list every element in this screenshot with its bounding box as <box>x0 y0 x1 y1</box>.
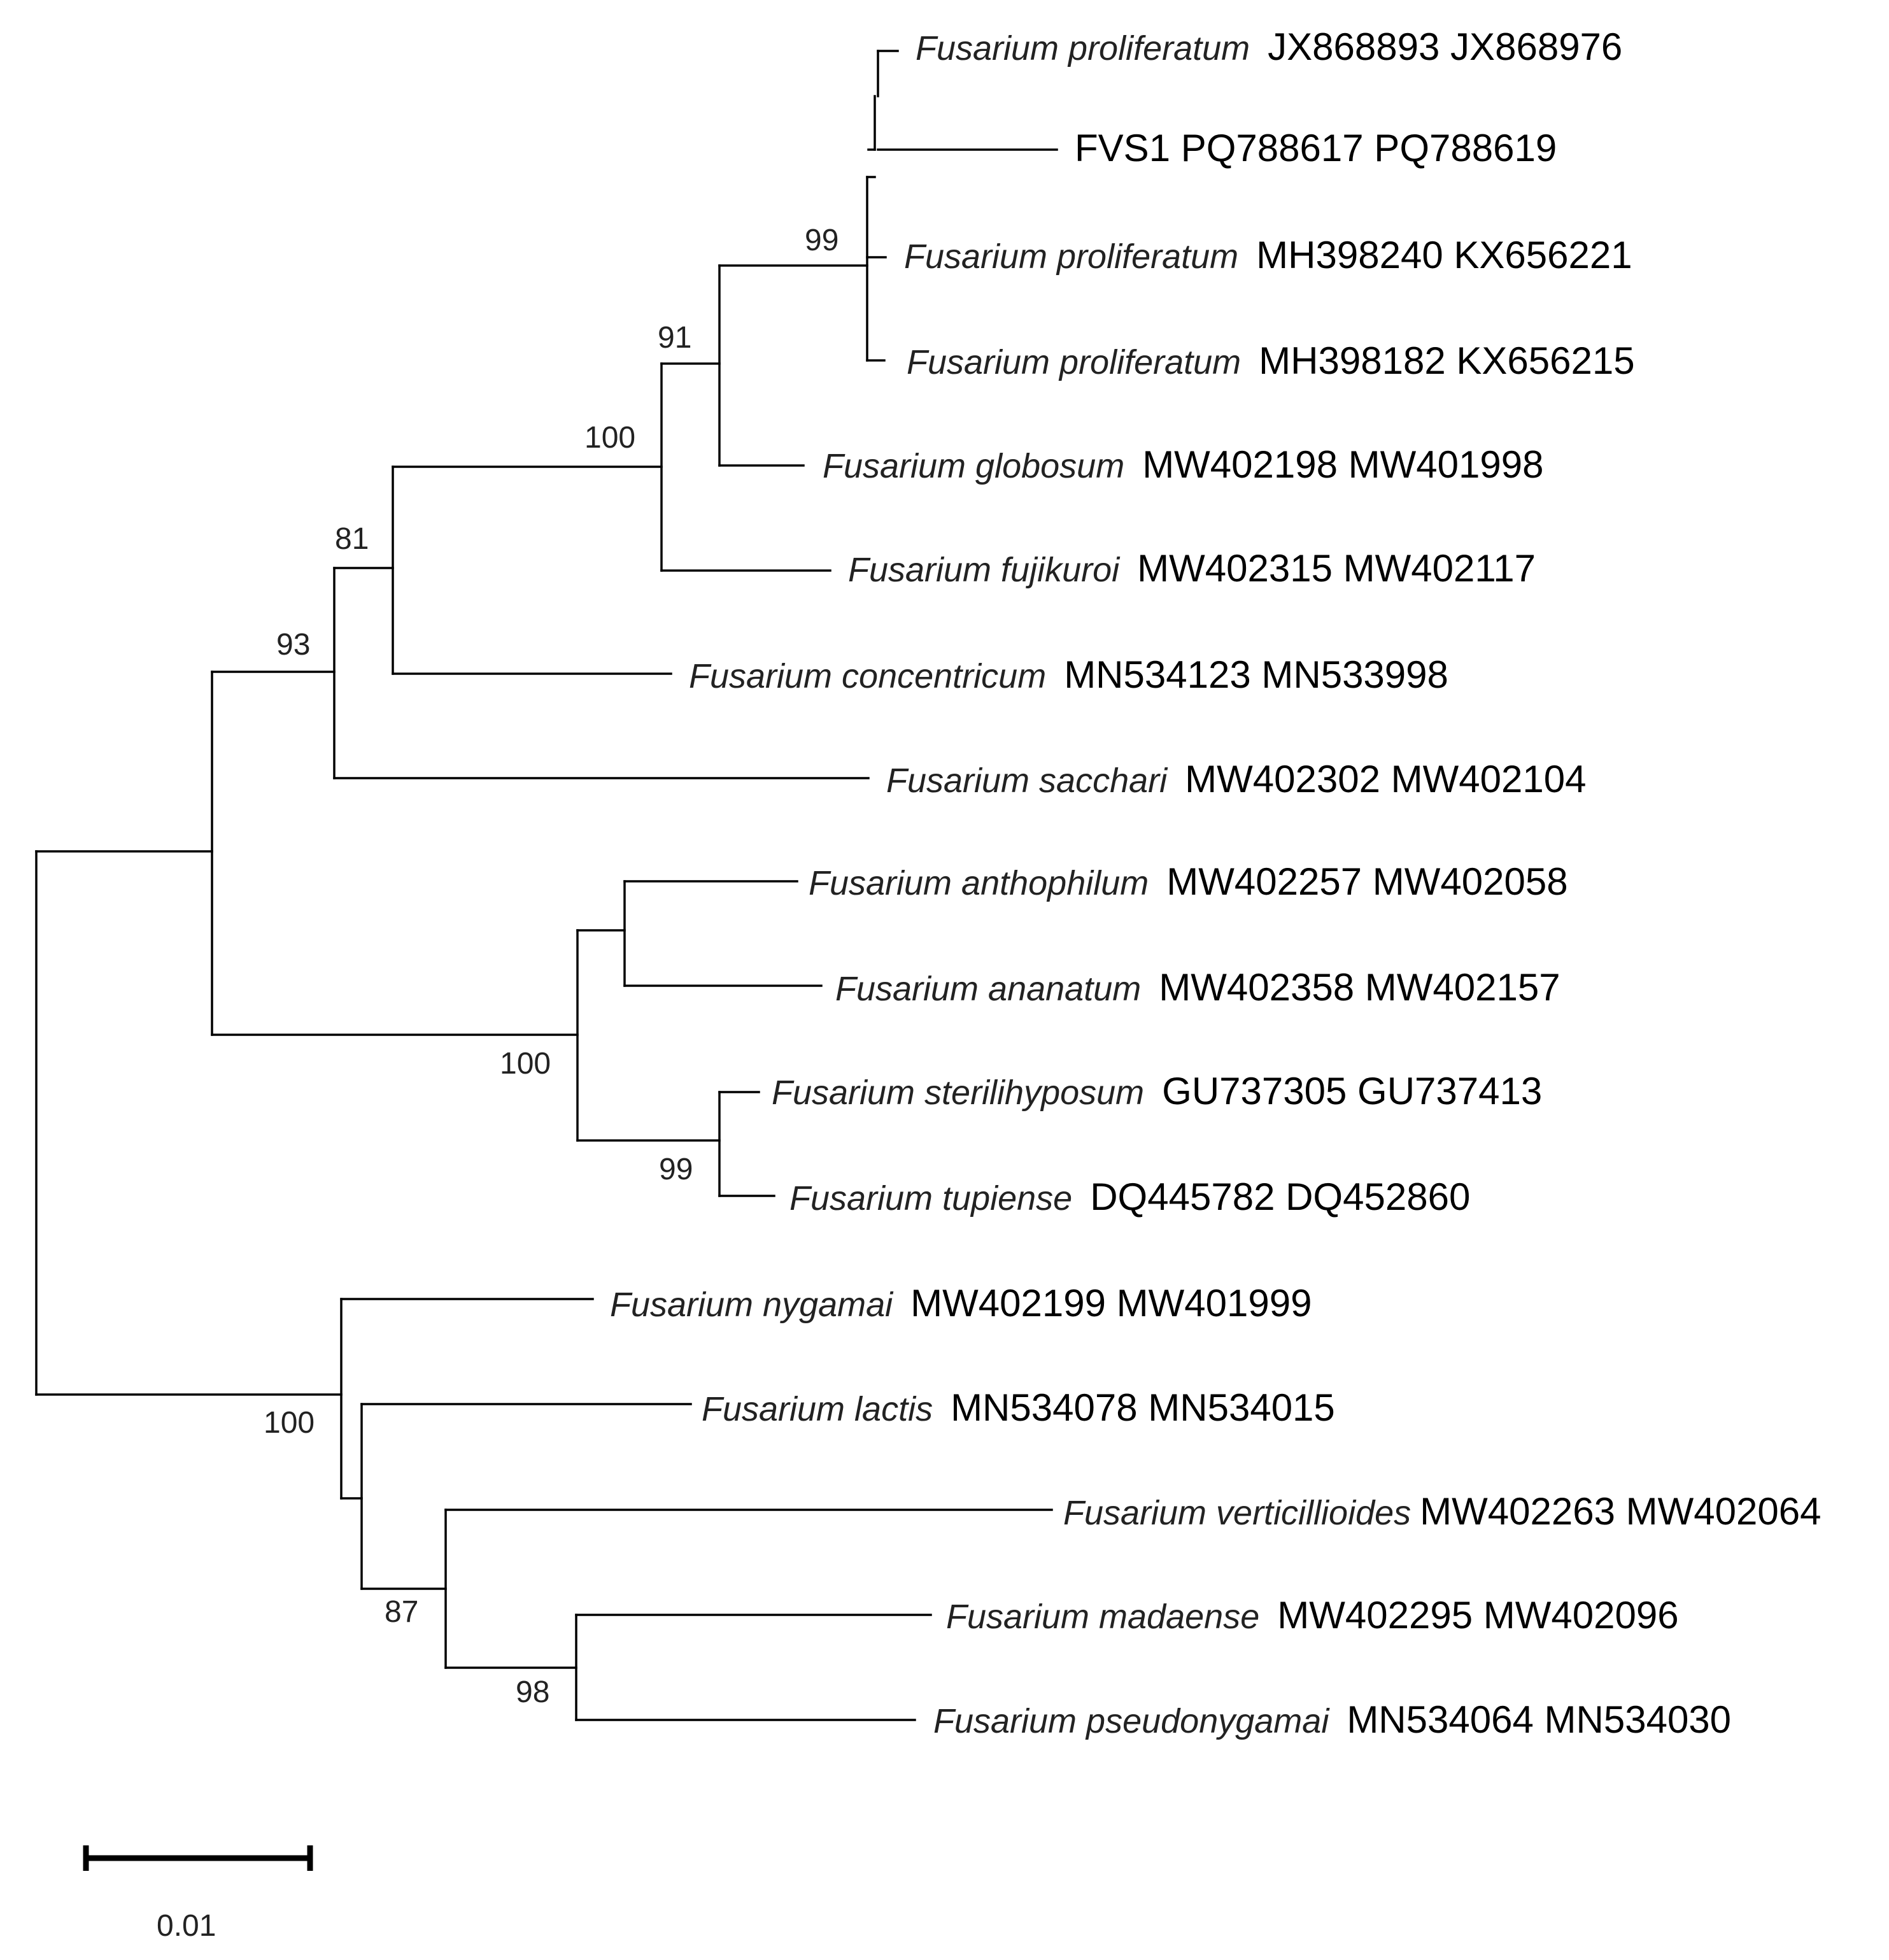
bootstrap-value: 87 <box>385 1595 418 1629</box>
accession-numbers: MH398240 KX656221 <box>1256 234 1632 276</box>
accession-numbers: MW402315 MW402117 <box>1137 547 1536 590</box>
species-name: Fusarium proliferatum <box>904 238 1238 276</box>
tip-label: Fusarium tupiense DQ445782 DQ452860 <box>789 1175 1470 1218</box>
accession-numbers: MN534123 MN533998 <box>1064 653 1448 696</box>
species-name: Fusarium proliferatum <box>907 343 1241 381</box>
accession-numbers: MN534078 MN534015 <box>951 1386 1335 1429</box>
accession-numbers: MW402199 MW401999 <box>910 1282 1312 1324</box>
accession-numbers: JX868893 JX868976 <box>1268 25 1622 68</box>
accession-numbers: MW402358 MW402157 <box>1159 966 1560 1009</box>
species-name: Fusarium lactis <box>702 1390 933 1428</box>
bootstrap-value: 100 <box>500 1047 551 1081</box>
bootstrap-value: 93 <box>276 628 310 662</box>
species-name: Fusarium tupiense <box>789 1179 1072 1218</box>
tip-label: Fusarium fujikuroi MW402315 MW402117 <box>848 547 1536 590</box>
species-name: Fusarium ananatum <box>835 970 1141 1008</box>
species-name: Fusarium globosum <box>823 447 1124 485</box>
scale-bar <box>83 1845 313 1871</box>
species-name: Fusarium concentricum <box>689 657 1046 695</box>
bootstrap-value: 98 <box>516 1675 549 1709</box>
accession-numbers: FVS1 PQ788617 PQ788619 <box>1075 127 1557 169</box>
bootstrap-value: 91 <box>658 321 691 355</box>
species-name: Fusarium madaense <box>946 1598 1259 1636</box>
tip-label: Fusarium nygamai MW402199 MW401999 <box>610 1282 1312 1324</box>
tip-label: Fusarium madaense MW402295 MW402096 <box>946 1594 1679 1637</box>
accession-numbers: MW402198 MW401998 <box>1142 443 1543 486</box>
tip-label: Fusarium globosum MW402198 MW401998 <box>823 443 1544 486</box>
species-name: Fusarium sacchari <box>886 762 1168 800</box>
bootstrap-value: 99 <box>805 224 838 257</box>
tree-branches <box>35 50 1058 1721</box>
species-name: Fusarium fujikuroi <box>848 551 1121 589</box>
species-name: Fusarium pseudonygamai <box>933 1702 1330 1740</box>
scale-bar-label: 0.01 <box>157 1909 216 1943</box>
accession-numbers: MW402263 MW402064 <box>1420 1490 1821 1533</box>
bootstrap-value: 100 <box>264 1406 315 1440</box>
species-name: Fusarium nygamai <box>610 1286 894 1324</box>
tip-label: Fusarium sacchari MW402302 MW402104 <box>886 758 1586 800</box>
accession-numbers: MW402257 MW402058 <box>1166 860 1567 903</box>
species-name: Fusarium verticillioides <box>1063 1494 1411 1532</box>
tip-label: Fusarium sterilihyposum GU737305 GU737413 <box>772 1070 1542 1112</box>
tip-label: Fusarium proliferatum MH398240 KX656221 <box>904 234 1632 276</box>
accession-numbers: MH398182 KX656215 <box>1259 339 1634 382</box>
tip-label: Fusarium anthophilum MW402257 MW402058 <box>809 860 1568 903</box>
tip-label: Fusarium pseudonygamai MN534064 MN534030 <box>933 1698 1731 1741</box>
tip-label: Fusarium lactis MN534078 MN534015 <box>702 1386 1335 1429</box>
accession-numbers: GU737305 GU737413 <box>1162 1070 1542 1112</box>
bootstrap-value: 99 <box>659 1153 693 1186</box>
accession-numbers: MN534064 MN534030 <box>1347 1698 1731 1741</box>
tip-label: Fusarium proliferatum MH398182 KX656215 <box>907 339 1635 382</box>
accession-numbers: DQ445782 DQ452860 <box>1090 1175 1470 1218</box>
species-name: Fusarium sterilihyposum <box>772 1074 1144 1112</box>
species-name: Fusarium anthophilum <box>809 864 1149 902</box>
tip-label: Fusarium concentricum MN534123 MN533998 <box>689 653 1448 696</box>
accession-numbers: MW402302 MW402104 <box>1185 758 1586 800</box>
tip-label: Fusarium ananatum MW402358 MW402157 <box>835 966 1560 1009</box>
accession-numbers: MW402295 MW402096 <box>1277 1594 1678 1637</box>
tip-label: FVS1 PQ788617 PQ788619 <box>1075 127 1557 169</box>
tip-label: Fusarium proliferatum JX868893 JX868976 <box>916 25 1622 68</box>
bootstrap-value: 100 <box>584 421 635 455</box>
bootstrap-value: 81 <box>335 522 369 556</box>
species-name: Fusarium proliferatum <box>916 29 1250 67</box>
